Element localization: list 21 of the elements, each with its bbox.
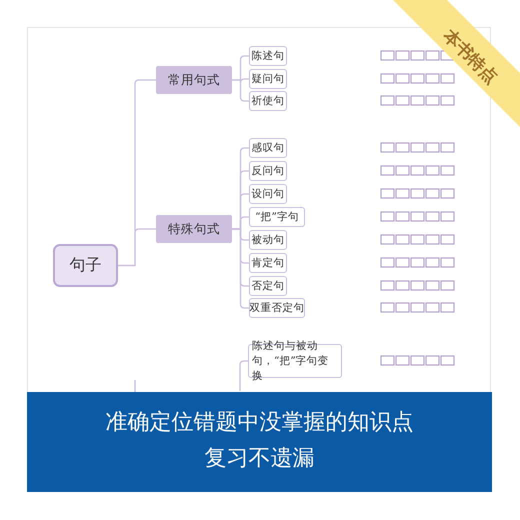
connector-line (232, 228, 249, 309)
banner-text: 准确定位错题中没掌握的知识点 (104, 409, 414, 437)
topic-box: 否定句 (249, 276, 287, 296)
banner-text: 复习不遗漏 (204, 445, 316, 473)
topic-box: 陈述句 (249, 46, 287, 66)
topic-box: 设问句 (249, 184, 287, 204)
topic-box: 肯定句 (249, 253, 287, 273)
connector-line (232, 79, 249, 102)
topic-box: 被动句 (249, 230, 287, 250)
ribbon-text: 本书特点 (438, 24, 502, 90)
connector-line (239, 360, 248, 391)
category-box: 特殊句式 (156, 215, 232, 243)
topic-box: 双重否定句 (249, 298, 305, 318)
topic-box: “把”字句 (249, 207, 305, 227)
topic-box: 反问句 (249, 161, 287, 181)
topic-box: 祈使句 (249, 91, 287, 111)
topic-box: 感叹句 (249, 138, 287, 158)
category-box: 常用句式 (156, 66, 232, 94)
root-topic-box: 句子 (53, 244, 118, 287)
topic-box: 疑问句 (249, 69, 287, 89)
connector-line (118, 228, 156, 266)
